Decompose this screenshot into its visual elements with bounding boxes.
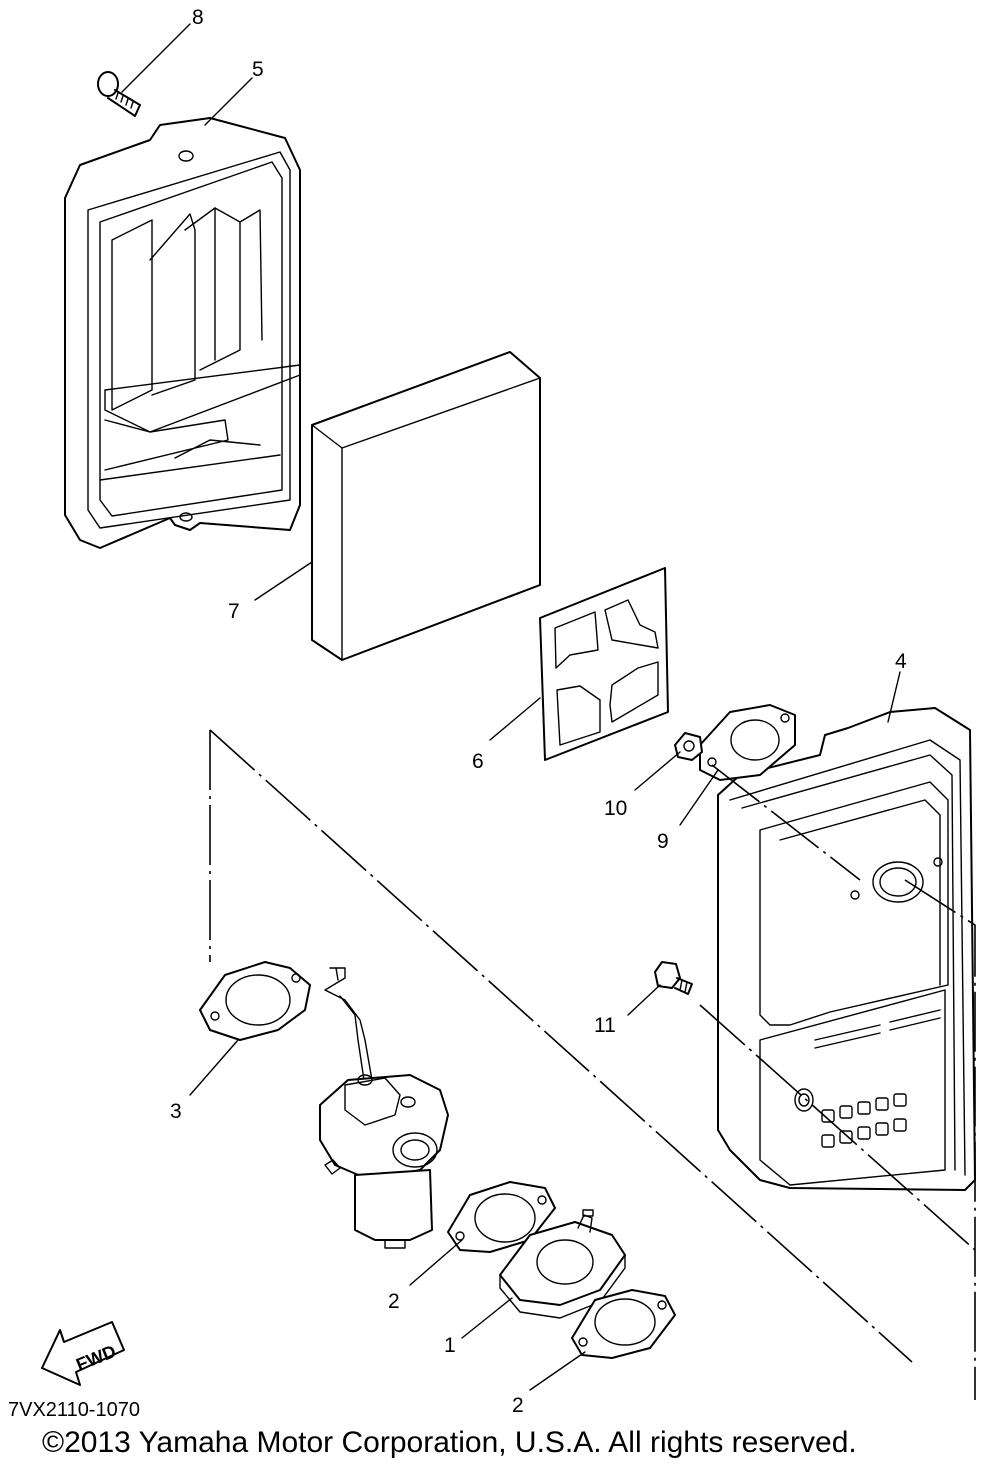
insulator-gasket-lower xyxy=(571,1289,676,1359)
air-cleaner-cover xyxy=(717,707,976,1191)
callout-9: 9 xyxy=(657,830,669,853)
carburetor-gasket xyxy=(199,961,311,1041)
copyright-notice: ©2013 Yamaha Motor Corporation, U.S.A. A… xyxy=(42,1426,857,1459)
alignment-lines xyxy=(209,729,976,1400)
callout-5: 5 xyxy=(252,58,264,81)
diagram-code: 7VX2110-1070 xyxy=(8,1399,140,1421)
filter-gasket xyxy=(539,567,669,761)
callout-3: 3 xyxy=(170,1100,182,1123)
screw xyxy=(97,71,141,117)
cover-vent-holes xyxy=(821,1093,907,1148)
nut xyxy=(674,732,703,761)
leader-lines xyxy=(121,23,901,1391)
insulator-gasket-upper xyxy=(447,1181,556,1253)
carburetor xyxy=(319,967,449,1249)
callout-2-upper: 2 xyxy=(388,1290,400,1313)
carburetor-joint xyxy=(499,1209,626,1319)
callout-2-lower: 2 xyxy=(512,1394,524,1417)
air-cleaner-case xyxy=(64,117,301,549)
callout-10: 10 xyxy=(604,797,627,820)
callout-11: 11 xyxy=(594,1014,616,1037)
callout-4: 4 xyxy=(895,650,907,673)
callout-labels: 8 5 7 6 4 10 9 11 3 2 1 2 xyxy=(170,6,907,1417)
callout-7: 7 xyxy=(228,600,240,623)
callout-6: 6 xyxy=(472,750,484,773)
forward-direction-arrow: FWD xyxy=(41,1321,125,1386)
bolt xyxy=(654,961,693,995)
callout-8: 8 xyxy=(192,6,204,29)
cover-gasket xyxy=(699,704,796,781)
air-filter-element xyxy=(311,351,541,661)
callout-1: 1 xyxy=(444,1334,456,1357)
